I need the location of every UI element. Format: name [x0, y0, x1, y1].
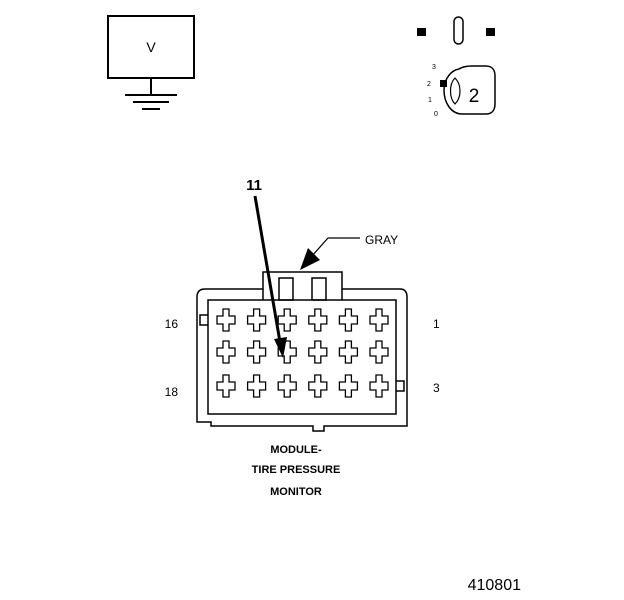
connector-color: GRAY [365, 233, 398, 247]
polarity-key-left [199, 314, 208, 326]
terminal-cavities [216, 308, 389, 398]
pin-label-bottom-left: 18 [165, 385, 179, 399]
terminal-cavity [308, 340, 328, 364]
key-position-label-1: 2 [427, 81, 431, 88]
connector-inner-face [207, 299, 397, 415]
figure-id: 410801 [468, 577, 521, 594]
pin-label-top-right: 1 [433, 317, 440, 331]
key-off-marker-left [417, 28, 426, 36]
terminal-cavity [338, 340, 359, 364]
polarity-key-right [396, 380, 405, 392]
terminal-cavity [338, 374, 359, 398]
terminal-cavity [216, 374, 236, 398]
key-position-label-0: 3 [432, 64, 436, 71]
connector-name-line-2: TIRE PRESSURE [252, 464, 341, 476]
key-position-indicator [440, 80, 447, 87]
key-cut-icon [449, 77, 461, 105]
ground-icon [125, 78, 177, 110]
color-callout: GRAY [300, 233, 398, 270]
terminal-cavity [246, 340, 267, 364]
pin-label-bottom-right: 3 [433, 381, 440, 395]
latch-slot-left [278, 277, 294, 301]
key-position-label-3: 0 [434, 111, 438, 118]
pin-callout: 11 [246, 177, 287, 358]
terminal-cavity [338, 308, 359, 332]
terminal-cavity [216, 340, 236, 364]
key-head-icon [443, 65, 496, 115]
connector-shell [196, 271, 408, 432]
key-slot [453, 16, 464, 45]
connector-body [196, 271, 408, 432]
connector-name-line-3: MONITOR [270, 486, 322, 498]
connector-name-line-1: MODULE- [270, 444, 322, 456]
key-selected-position: 2 [469, 86, 480, 107]
ignition-switch-icon: 3 2 1 0 2 [417, 16, 496, 118]
voltmeter: V [107, 15, 195, 110]
key-position-label-2: 1 [428, 97, 432, 104]
voltmeter-symbol: V [146, 39, 156, 55]
key-off-marker-right [486, 28, 495, 36]
terminal-cavity [277, 340, 297, 364]
terminal-cavity [369, 374, 389, 398]
terminal-cavity [308, 308, 328, 332]
terminal-cavity [277, 308, 297, 332]
pin-label-top-left: 16 [165, 317, 179, 331]
color-leader-arrow [300, 248, 320, 270]
connector-name: MODULE- TIRE PRESSURE MONITOR [252, 444, 341, 498]
terminal-cavity [308, 374, 328, 398]
terminal-cavity [216, 308, 236, 332]
pin-callout-number: 11 [246, 177, 262, 194]
color-leader-line [311, 237, 360, 257]
callout-arrow-shaft [253, 195, 282, 343]
terminal-cavity [246, 308, 267, 332]
latch-slot-right [311, 277, 327, 301]
terminal-cavity [369, 308, 389, 332]
terminal-cavity [277, 374, 297, 398]
terminal-cavity [369, 340, 389, 364]
terminal-cavity [246, 374, 267, 398]
